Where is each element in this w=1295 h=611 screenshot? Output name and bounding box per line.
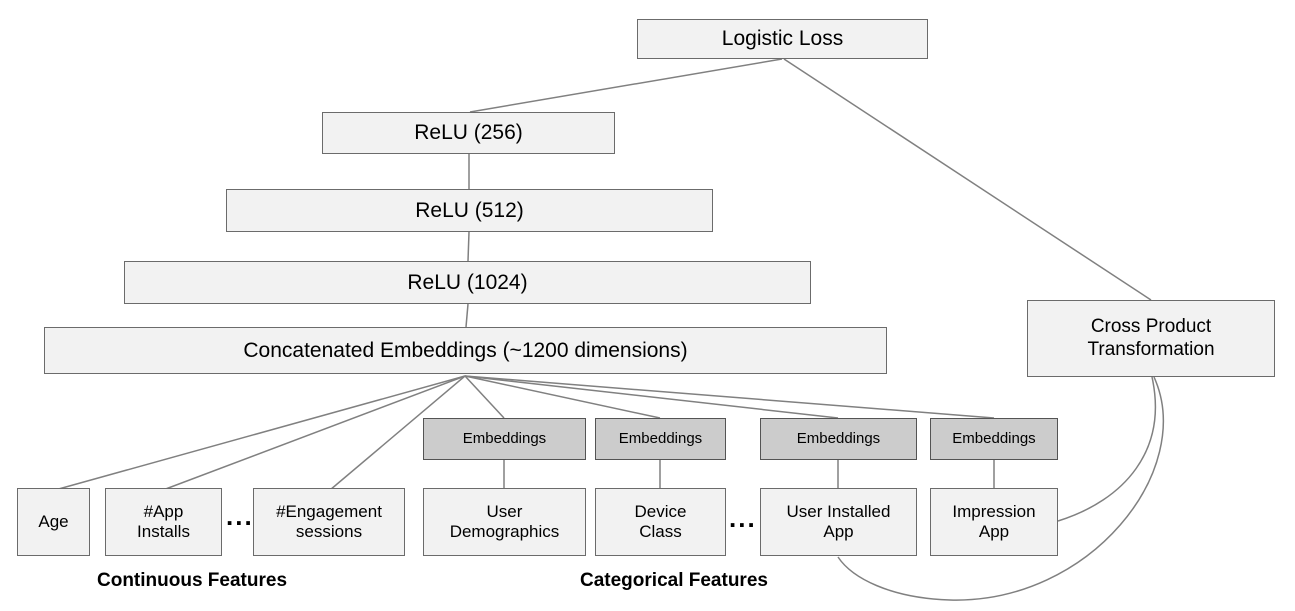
node-feature-engagement-sessions[interactable]: #Engagement sessions [253,488,405,556]
edge-concat-to-emb4 [464,375,995,419]
edge-concat-to-age [54,375,466,491]
node-relu-512[interactable]: ReLU (512) [226,189,713,232]
edge-concat-to-emb1 [464,375,505,419]
edge-concat-to-app-installs [162,375,466,491]
node-embeddings-user-demographics[interactable]: Embeddings [423,418,586,460]
edge-loss-to-cross [783,58,1152,301]
node-feature-impression-app[interactable]: Impression App [930,488,1058,556]
edge-concat-to-emb3 [464,375,839,419]
node-relu-256[interactable]: ReLU (256) [322,112,615,154]
node-embeddings-impression-app[interactable]: Embeddings [930,418,1058,460]
node-logistic-loss[interactable]: Logistic Loss [637,19,928,59]
node-feature-user-demographics[interactable]: User Demographics [423,488,586,556]
edge-concat-to-emb2 [464,375,661,419]
node-feature-app-installs[interactable]: #App Installs [105,488,222,556]
node-feature-user-installed-app[interactable]: User Installed App [760,488,917,556]
node-feature-age[interactable]: Age [17,488,90,556]
ellipsis-categorical-features: ... [729,503,757,533]
edge-relu1024-to-concat [465,303,469,328]
node-relu-1024[interactable]: ReLU (1024) [124,261,811,304]
node-concatenated-embeddings[interactable]: Concatenated Embeddings (~1200 dimension… [44,327,887,374]
edge-loss-to-relu256 [469,58,783,113]
group-label-categorical-features: Categorical Features [580,570,768,591]
node-cross-product-transformation[interactable]: Cross Product Transformation [1027,300,1275,377]
node-embeddings-user-installed-app[interactable]: Embeddings [760,418,917,460]
group-label-continuous-features: Continuous Features [97,570,288,591]
edge-relu512-to-relu1024 [467,231,470,262]
ellipsis-continuous-features: ... [226,501,254,531]
edge-cross-to-impression-app [1057,376,1157,522]
node-feature-device-class[interactable]: Device Class [595,488,726,556]
node-embeddings-device-class[interactable]: Embeddings [595,418,726,460]
